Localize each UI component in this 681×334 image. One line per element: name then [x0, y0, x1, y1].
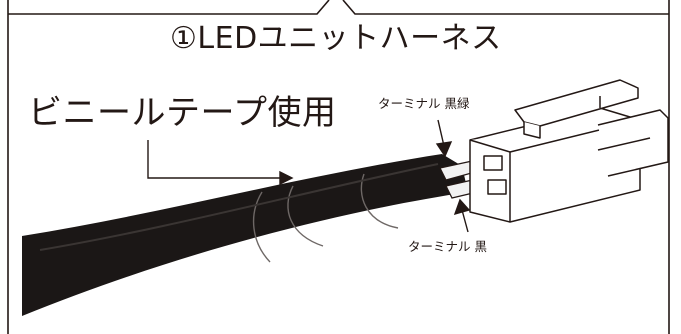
- title-label: ①LEDユニットハーネス: [170, 21, 502, 56]
- vinyl-tape-label: ビニールテープ使用: [28, 93, 337, 133]
- black-cable: [22, 154, 468, 316]
- terminal-lower-label: ターミナル 黒: [408, 239, 487, 254]
- frame-border: [7, 0, 670, 334]
- connector-housing: [469, 79, 669, 223]
- pointer-arrows: [147, 119, 471, 233]
- terminal-upper-label: ターミナル 黒緑: [378, 96, 470, 111]
- cable-highlight: [39, 163, 439, 251]
